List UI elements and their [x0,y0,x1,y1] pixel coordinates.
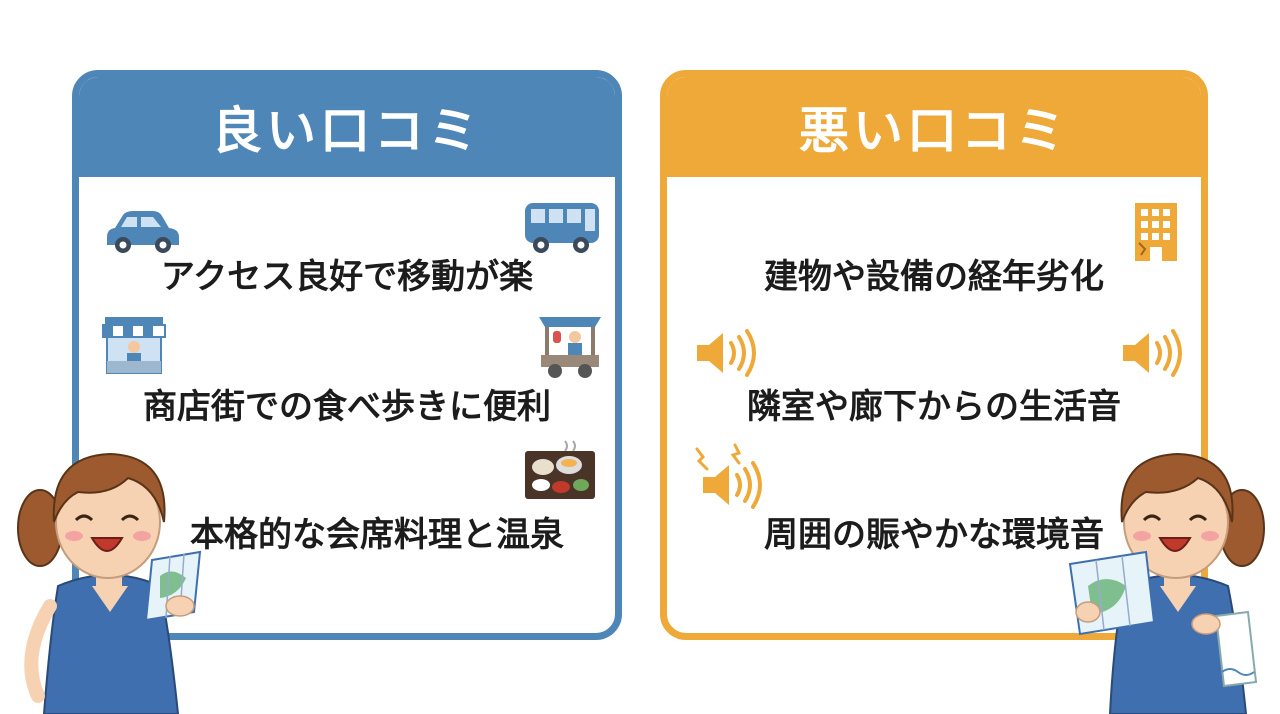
good-review-item-2: 商店街での食べ歩きに便利 [143,387,551,427]
woman-with-map-and-towel-illustration-right [1068,452,1265,714]
good-reviews-title: 良い口コミ [79,77,615,177]
car-icon [107,211,179,253]
bad-reviews-title: 悪い口コミ [667,77,1201,177]
speaker-icon [1123,329,1182,377]
meal-tray-icon [525,440,595,499]
woman-with-map-illustration-left [17,452,202,714]
good-review-item-3: 本格的な会席料理と温泉 [190,515,564,555]
bad-reviews-panel: 悪い口コミ 建物や設備の経年劣化 隣室や廊下からの生活音 周囲の賑やかな環境音 [660,70,1208,640]
shop-stall-icon [102,317,166,374]
speaker-icon [697,329,756,377]
good-review-item-1: アクセス良好で移動が楽 [160,257,534,297]
bad-review-item-2: 隣室や廊下からの生活音 [747,387,1121,427]
bus-icon [525,203,599,253]
noise-speaker-icon [695,443,762,509]
bad-review-item-3: 周囲の賑やかな環境音 [764,515,1104,555]
building-icon [1135,203,1177,261]
bad-review-item-1: 建物や設備の経年劣化 [764,257,1104,297]
good-reviews-panel: 良い口コミ アクセス良好で移動が楽 商店街での食べ歩きに便利 本格的な会席料理と… [72,70,622,640]
food-cart-icon [539,317,601,378]
